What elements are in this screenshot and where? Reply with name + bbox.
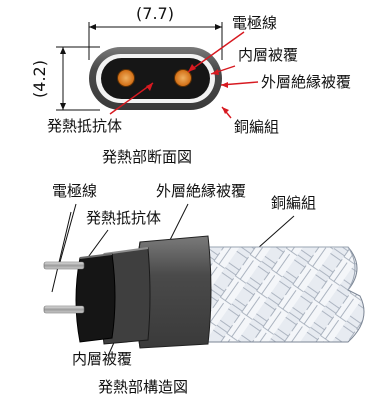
electrode-wires: [43, 261, 85, 314]
label-braid-structure: 銅編組: [271, 194, 316, 212]
electrode-right-section: [174, 69, 192, 87]
structure: 電極線 外層絶縁被覆 銅編組 発熱抵抗体: [43, 182, 365, 396]
dim-width: (7.7): [88, 4, 223, 60]
label-heating-element-section: 発熱抵抗体: [47, 117, 122, 135]
cross-section: (7.7) (4.2) 電極線 内層被覆 外層絶縁被覆 銅編組 発熱抵抗体: [30, 4, 351, 166]
electrode-left-section: [117, 69, 135, 87]
label-inner-sheath-section: 内層被覆: [238, 46, 298, 64]
dim-height-label: (4.2): [30, 60, 49, 98]
dim-width-label: (7.7): [136, 4, 174, 23]
braided-cable: [185, 246, 365, 343]
label-heating-element-structure: 発熱抵抗体: [86, 209, 161, 227]
label-electrode-section: 電極線: [232, 14, 277, 32]
caption-structure: 発熱部構造図: [98, 378, 188, 396]
label-braid-section: 銅編組: [234, 118, 279, 136]
heating-core: [75, 253, 116, 343]
label-electrode-structure: 電極線: [52, 182, 97, 200]
label-outer-jacket-section: 外層絶縁被覆: [261, 73, 351, 91]
label-inner-sheath-structure: 内層被覆: [72, 350, 132, 368]
caption-cross-section: 発熱部断面図: [102, 148, 192, 166]
core-section: [101, 58, 210, 99]
dim-height: (4.2): [30, 46, 100, 111]
label-outer-jacket-structure: 外層絶縁被覆: [156, 182, 246, 200]
